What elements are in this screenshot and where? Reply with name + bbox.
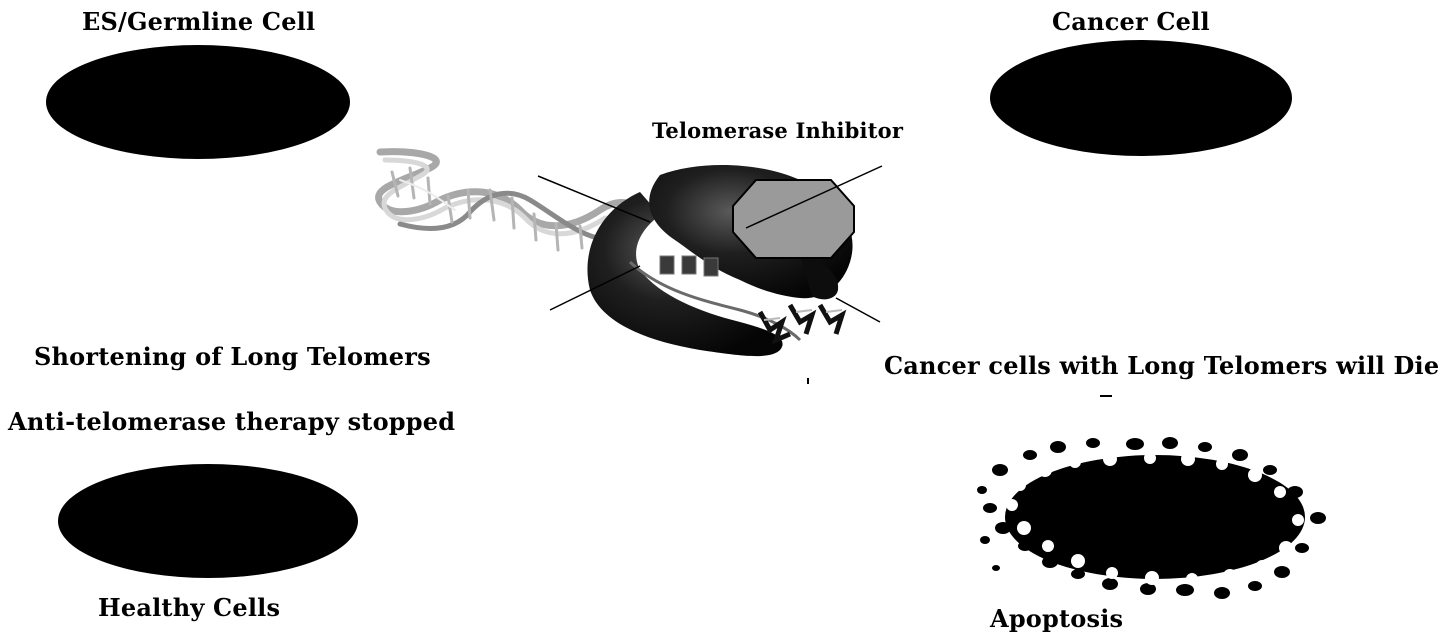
therapy-stopped-label: Anti-telomerase therapy stopped <box>8 410 455 434</box>
healthy-cells-label: Healthy Cells <box>98 596 280 620</box>
cancer-cell-label: Cancer Cell <box>1052 10 1210 34</box>
shortening-label: Shortening of Long Telomers <box>34 345 431 369</box>
octagon-inhibitor-icon <box>733 180 854 258</box>
telomerase-inhibitor-label: Telomerase Inhibitor <box>652 120 903 141</box>
apoptosis-label: Apoptosis <box>990 607 1123 631</box>
apoptotic-cell <box>977 437 1326 599</box>
cancer-die-label: Cancer cells with Long Telomers will Die <box>884 354 1439 378</box>
es-germline-cell <box>46 45 350 159</box>
cancer-cell <box>990 40 1292 156</box>
es-germline-cell-label: ES/Germline Cell <box>82 10 315 34</box>
healthy-cell <box>58 464 358 578</box>
